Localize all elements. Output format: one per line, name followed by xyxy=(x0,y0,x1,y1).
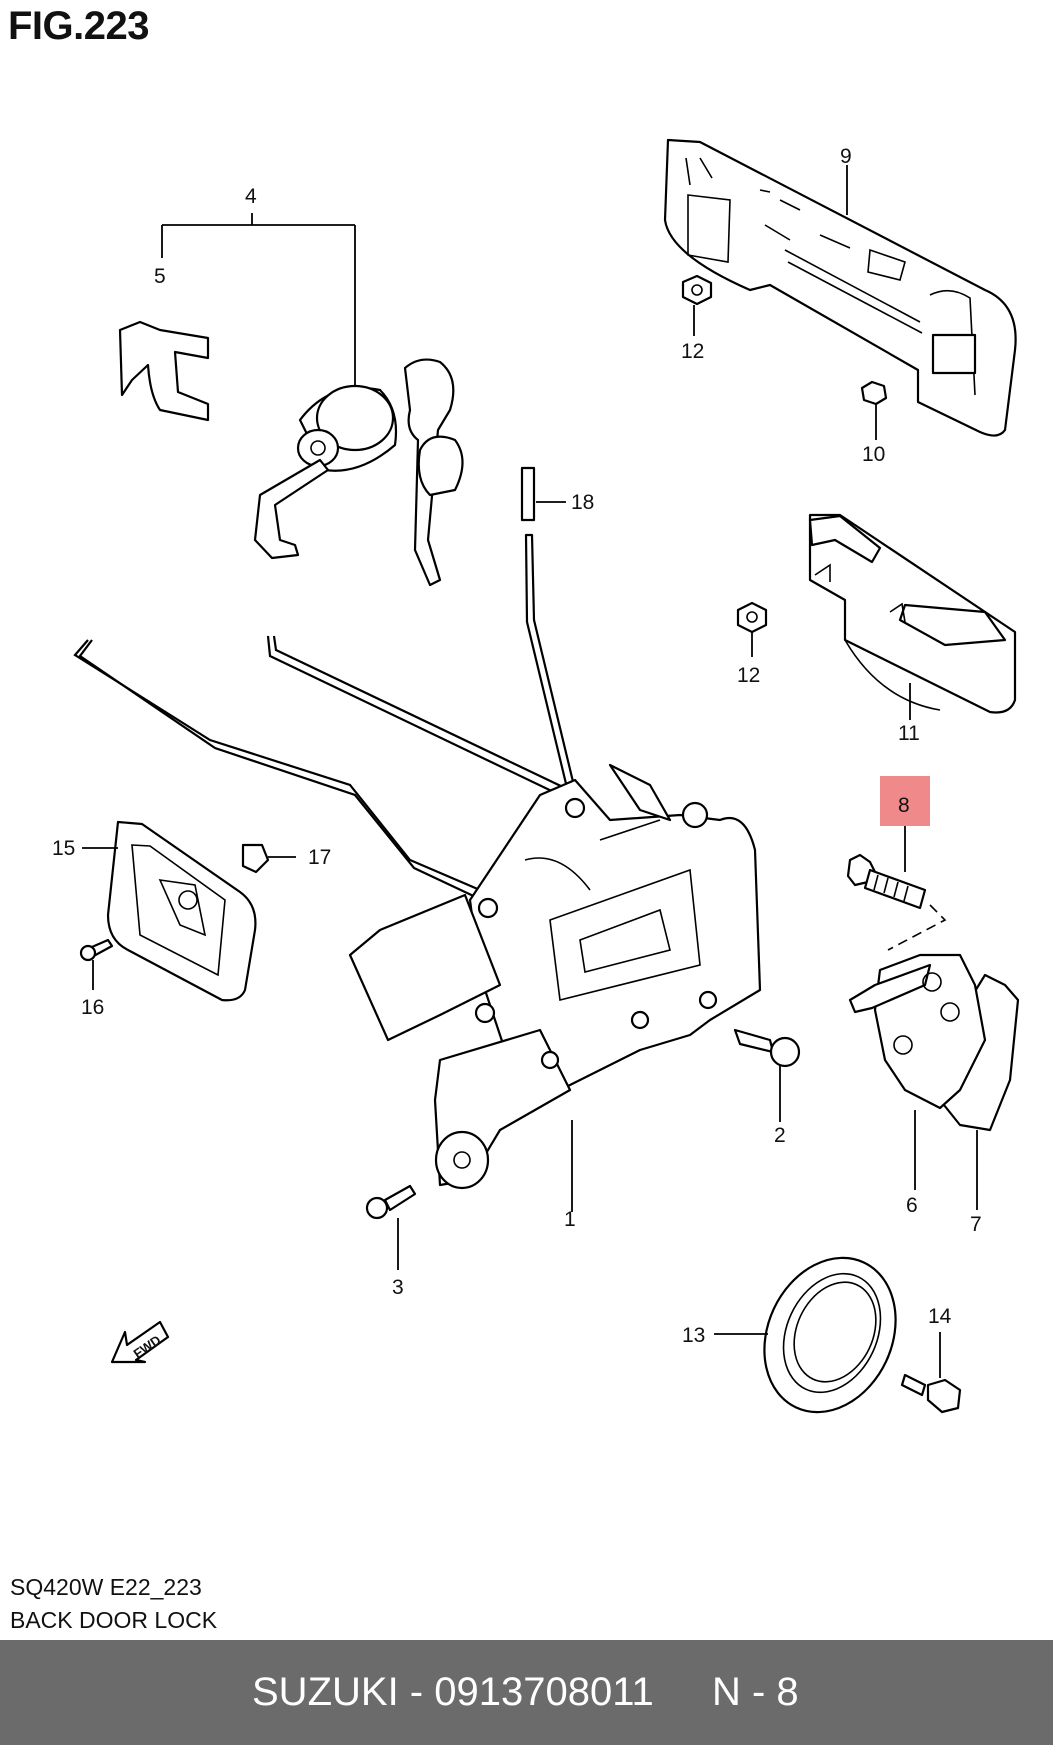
callout-17[interactable]: 17 xyxy=(308,846,331,869)
exploded-parts-diagram: FWD 9 4 5 12 10 18 12 11 8 15 17 16 2 6 … xyxy=(52,138,1020,1433)
part-10-clip[interactable] xyxy=(860,380,888,406)
part-12-nut-lower[interactable] xyxy=(736,601,768,634)
callout-6[interactable]: 6 xyxy=(906,1194,918,1217)
callout-15[interactable]: 15 xyxy=(52,837,75,860)
callout-9[interactable]: 9 xyxy=(840,145,852,168)
callout-14[interactable]: 14 xyxy=(928,1305,952,1328)
callout-11[interactable]: 11 xyxy=(898,722,920,745)
part-3-screw[interactable] xyxy=(365,1184,417,1220)
part-18-rod[interactable] xyxy=(520,466,577,794)
part-5-retaining-clip[interactable] xyxy=(118,320,210,422)
part-4-lock-cylinder[interactable] xyxy=(253,358,464,587)
callout-10[interactable]: 10 xyxy=(862,443,885,466)
part-1-lock-assembly[interactable] xyxy=(348,763,762,1190)
caption-name: BACK DOOR LOCK xyxy=(10,1607,218,1633)
part-16-screw[interactable] xyxy=(79,938,114,962)
caption-model-code: SQ420W E22_223 xyxy=(10,1574,202,1600)
callout-18[interactable]: 18 xyxy=(571,491,594,514)
callout-12-lower[interactable]: 12 xyxy=(737,664,760,687)
part-12-nut-upper[interactable] xyxy=(681,274,713,306)
part-11-bracket[interactable] xyxy=(808,513,1017,714)
callout-4[interactable]: 4 xyxy=(245,185,257,208)
part-2-screw[interactable] xyxy=(733,1028,801,1068)
part-9-outer-handle[interactable] xyxy=(663,138,1017,437)
callout-7[interactable]: 7 xyxy=(970,1213,982,1236)
callout-2[interactable]: 2 xyxy=(774,1124,786,1147)
part-17-clip[interactable] xyxy=(241,843,270,874)
footer-part-ref: SUZUKI - 0913708011 xyxy=(252,1670,654,1714)
callout-12-upper[interactable]: 12 xyxy=(681,340,704,363)
part-6-striker[interactable] xyxy=(848,953,987,1110)
callout-3[interactable]: 3 xyxy=(392,1276,404,1299)
callout-5[interactable]: 5 xyxy=(154,265,166,288)
part-14-bolt[interactable] xyxy=(900,1373,962,1414)
part-8-bolt[interactable] xyxy=(846,853,947,951)
footer-bar: SUZUKI - 0913708011 N - 8 xyxy=(0,1640,1053,1745)
fwd-arrow-icon: FWD xyxy=(110,1320,170,1364)
callout-16[interactable]: 16 xyxy=(81,996,104,1019)
highlight-box-8 xyxy=(880,776,930,826)
figure-title: FIG.223 xyxy=(8,4,150,48)
callout-8[interactable]: 8 xyxy=(898,794,910,817)
callout-1[interactable]: 1 xyxy=(564,1208,576,1231)
leader-lines xyxy=(82,165,978,1378)
part-15-inner-handle-bezel[interactable] xyxy=(106,820,257,1002)
part-13-grommet[interactable] xyxy=(740,1236,920,1433)
footer-position: N - 8 xyxy=(712,1670,799,1714)
callout-13[interactable]: 13 xyxy=(682,1324,705,1347)
